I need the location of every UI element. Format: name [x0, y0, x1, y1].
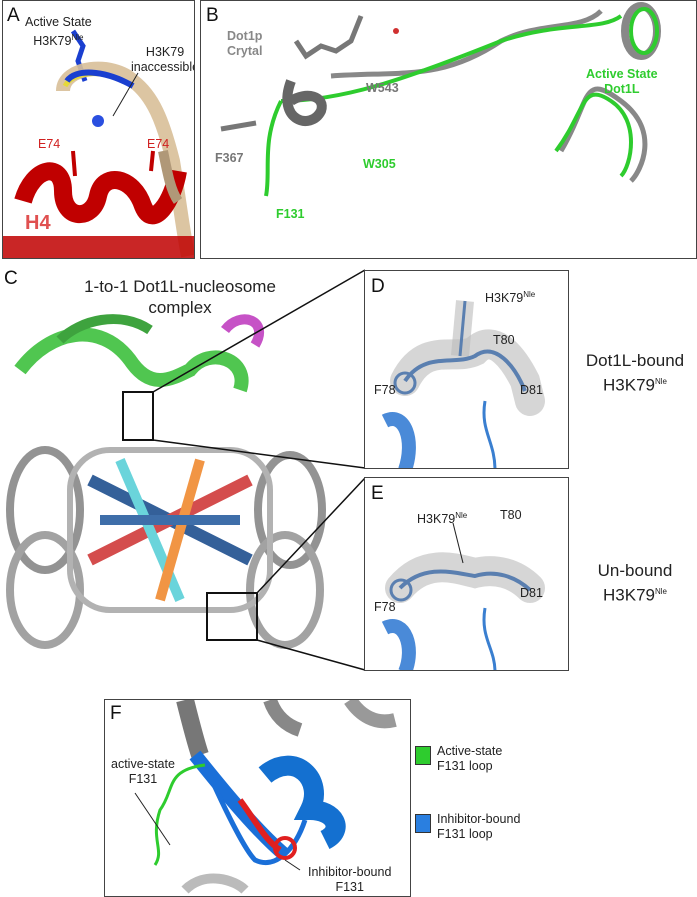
dot1-overlay-structure	[220, 2, 661, 197]
h3k79nle-label: H3K79Nle	[485, 290, 536, 306]
f367-label: F367	[215, 151, 244, 165]
w305-label: W305	[363, 157, 396, 171]
panel-e-label: E	[371, 483, 384, 504]
w543-label: W543	[366, 81, 399, 95]
f131-loop-structure	[134, 700, 397, 894]
panel-d-label: D	[371, 276, 385, 297]
d81-label: D81	[520, 586, 543, 600]
panel-b-label: B	[206, 5, 219, 26]
panel-d: D H3K79Nle T80 F78 D81	[364, 270, 569, 469]
f78-label: F78	[374, 600, 396, 614]
zoom-box-unbound	[206, 592, 258, 641]
f78-label: F78	[374, 383, 396, 397]
f131-label: F131	[276, 207, 305, 221]
t80-label: T80	[500, 508, 522, 522]
d81-label: D81	[520, 383, 543, 397]
panel-f-label: F	[110, 703, 122, 724]
bound-density-structure	[381, 300, 545, 468]
legend-swatch-blue	[415, 814, 431, 833]
legend-swatch-green	[415, 746, 431, 765]
h3k79nle-label: H3K79Nle	[417, 511, 468, 527]
t80-label: T80	[493, 333, 515, 347]
panel-a-label: A	[7, 5, 20, 26]
nucleosome-complex-structure	[6, 269, 366, 671]
h4-helix-structure	[3, 29, 194, 258]
panel-c-label: C	[4, 268, 18, 289]
panel-e: E H3K79Nle T80 F78 D81	[364, 477, 569, 671]
e74-right-label: E74	[147, 137, 170, 151]
h4-label: H4	[25, 212, 51, 234]
e74-left-label: E74	[38, 137, 61, 151]
unbound-density-structure	[381, 522, 545, 670]
zoom-box-bound	[122, 391, 154, 441]
